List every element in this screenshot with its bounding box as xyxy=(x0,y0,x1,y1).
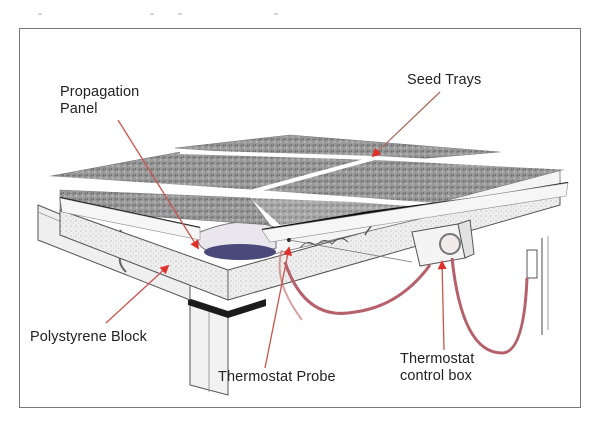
label-line: Seed Trays xyxy=(407,72,482,88)
label-line: control box xyxy=(400,368,473,384)
label-line: Polystyrene Block xyxy=(30,329,147,345)
thermostat-probe xyxy=(287,238,413,263)
label-propagation-panel: Propagation Panel xyxy=(60,84,139,118)
label-line: Panel xyxy=(60,101,98,117)
label-polystyrene-block: Polystyrene Block xyxy=(30,329,147,346)
label-line: Thermostat xyxy=(400,351,475,367)
label-line: Thermostat Probe xyxy=(218,369,336,385)
label-line: Propagation xyxy=(60,84,140,100)
scan-artifact xyxy=(178,13,182,15)
propagation-panel xyxy=(197,221,277,260)
bench-leg-front xyxy=(188,298,266,396)
label-seed-trays: Seed Trays xyxy=(407,72,481,89)
scan-artifact xyxy=(38,13,42,15)
bench-leg-right xyxy=(526,236,549,335)
leader-lines xyxy=(105,91,447,369)
label-thermostat-probe: Thermostat Probe xyxy=(218,369,336,386)
thermostat-control-box xyxy=(411,219,475,267)
scan-artifact xyxy=(274,13,278,15)
label-thermostat-control-box: Thermostat control box xyxy=(400,351,474,385)
seed-trays xyxy=(39,134,571,243)
scan-artifact xyxy=(150,13,154,15)
